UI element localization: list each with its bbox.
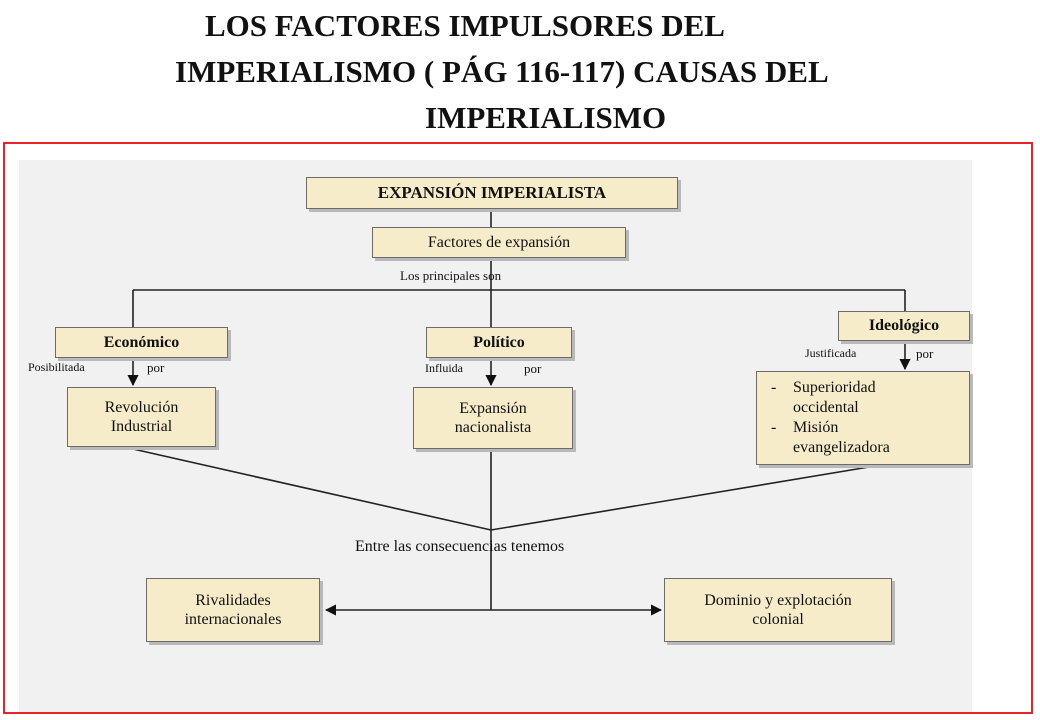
- ideological-converge-line: [490, 465, 876, 531]
- industrial-revolution-box: Revolución Industrial: [67, 387, 216, 447]
- economic-box: Económico: [55, 327, 228, 358]
- consequences-link-label: Entre las consecuencias tenemos: [355, 538, 565, 555]
- ideological-box: Ideológico: [838, 311, 970, 341]
- title-line-1: LOS FACTORES IMPULSORES DEL: [205, 8, 725, 43]
- factors-link-label: Los principales son: [400, 268, 502, 283]
- economic-link-right: por: [147, 360, 165, 375]
- economic-link-left: Posibilitada: [28, 360, 85, 374]
- title-line-3: IMPERIALISMO: [425, 100, 667, 135]
- political-box: Político: [426, 327, 572, 358]
- cause-item: Misión evangelizadora: [771, 418, 933, 458]
- ideological-link-right: por: [916, 346, 934, 361]
- rivalries-box: Rivalidades internacionales: [146, 578, 320, 642]
- ideological-causes-box: Superioridad occidental Misión evangeliz…: [756, 371, 970, 465]
- domination-box: Dominio y explotación colonial: [664, 578, 892, 642]
- cause-item: Superioridad occidental: [771, 378, 923, 418]
- nationalist-expansion-box: Expansión nacionalista: [413, 387, 573, 449]
- root-box: EXPANSIÓN IMPERIALISTA: [306, 177, 678, 209]
- title-line-2: IMPERIALISMO ( PÁG 116-117) CAUSAS DEL: [175, 54, 829, 89]
- ideological-link-left: Justificada: [805, 346, 857, 360]
- economic-converge-line: [132, 448, 492, 531]
- political-link-right: por: [524, 361, 542, 376]
- political-link-left: Influida: [425, 361, 463, 375]
- factors-box: Factores de expansión: [372, 227, 626, 258]
